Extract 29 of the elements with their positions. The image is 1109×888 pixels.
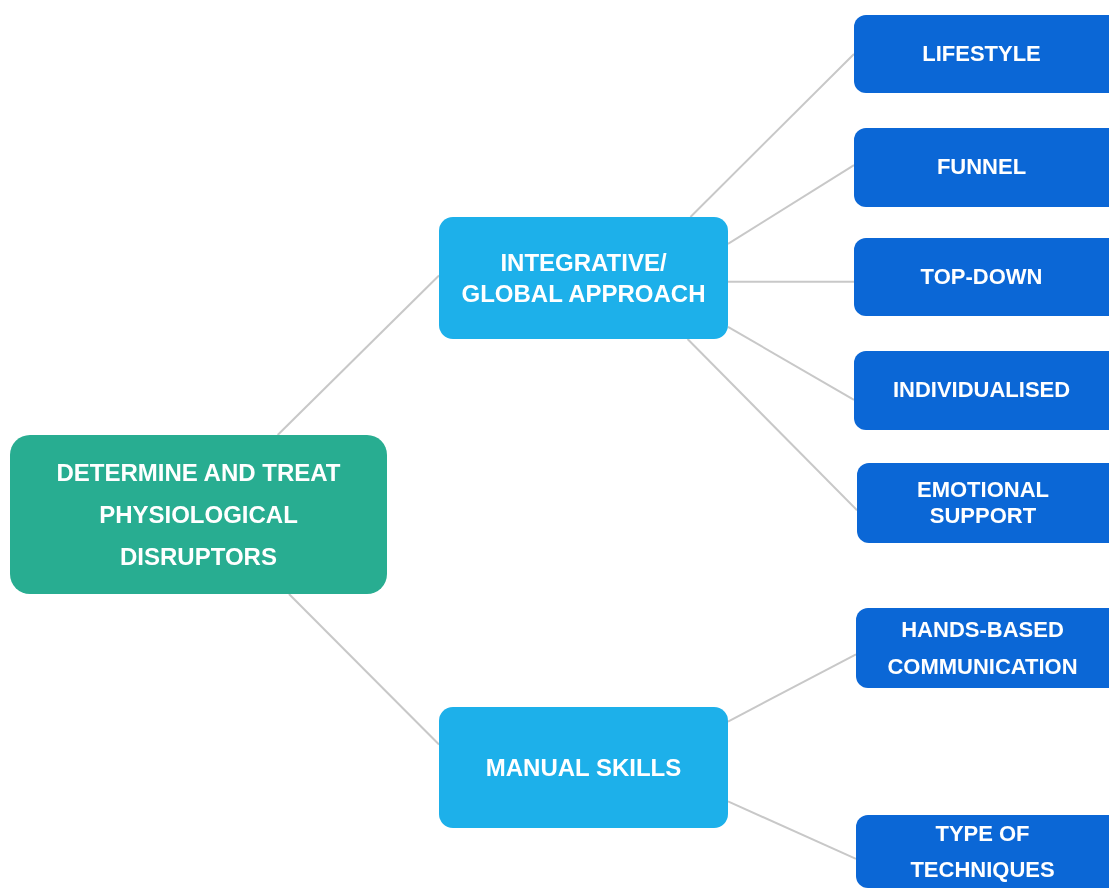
leaf-box (854, 128, 1109, 207)
leaf-box (856, 815, 1109, 888)
connector-line (276, 274, 440, 436)
branch-box (439, 217, 728, 339)
connector-line (727, 164, 855, 245)
leaf-box (856, 608, 1109, 688)
connector-line (727, 325, 855, 401)
leaf-box (854, 15, 1109, 93)
node-label: TYPE OF TECHNIQUES (909, 820, 1056, 884)
node-label: INTEGRATIVE/ GLOBAL APPROACH (460, 247, 707, 309)
node-label: MANUAL SKILLS (485, 752, 682, 783)
leaf-box (854, 351, 1109, 430)
node-label: TOP-DOWN (920, 263, 1043, 291)
branch-box (439, 707, 728, 828)
leaf-box (854, 238, 1109, 316)
node-label: HANDS-BASED COMMUNICATION (886, 615, 1079, 681)
connector-line (727, 653, 857, 723)
connector-line (288, 593, 440, 746)
connector-line (686, 338, 858, 512)
node-label: LIFESTYLE (922, 40, 1041, 68)
leaf-box (857, 463, 1109, 543)
connector-line (727, 800, 857, 860)
central-topic-box (10, 435, 387, 594)
connector-line (689, 53, 855, 218)
connector-line (727, 280, 855, 283)
node-label: EMOTIONAL SUPPORT (916, 476, 1050, 530)
node-label: INDIVIDUALISED (892, 377, 1071, 404)
node-label: FUNNEL (936, 154, 1027, 181)
node-label: DETERMINE AND TREAT PHYSIOLOGICAL DISRUPTORS (55, 457, 342, 572)
